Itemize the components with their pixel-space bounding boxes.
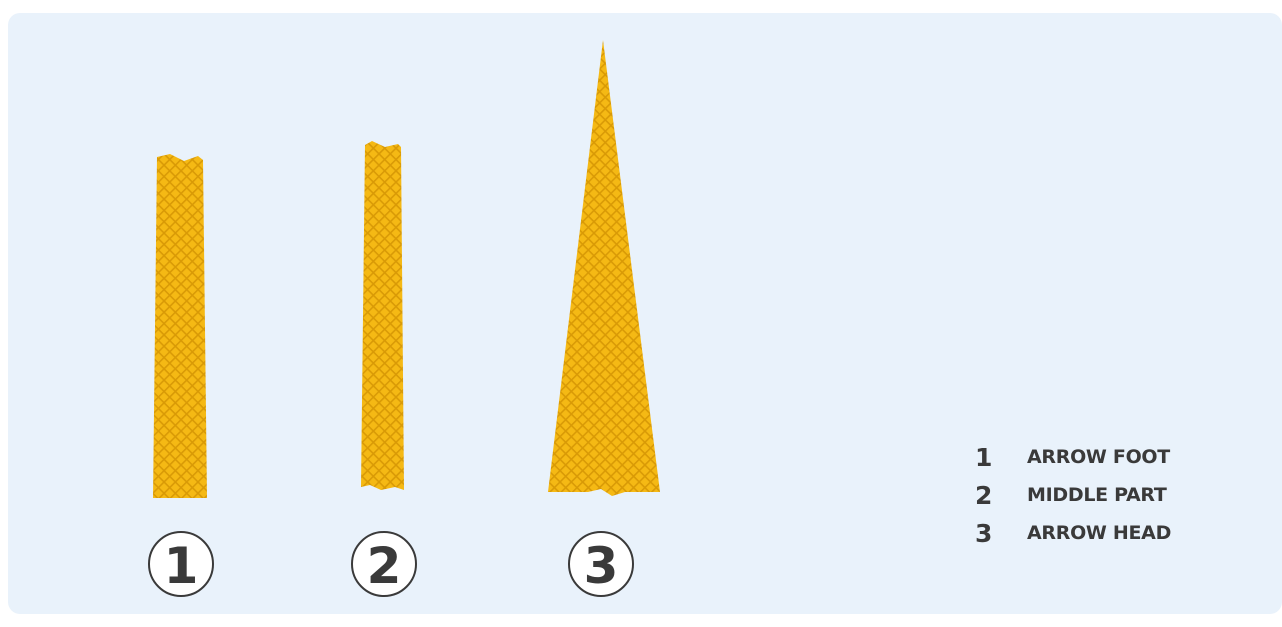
legend-item-arrow-foot: 1 ARROW FOOT [975,438,1171,476]
legend-number: 3 [975,519,1027,548]
parts-legend: 1 ARROW FOOT 2 MIDDLE PART 3 ARROW HEAD [975,438,1171,552]
arrow-foot-piece [153,154,207,498]
middle-part-piece [361,141,404,490]
legend-number: 2 [975,481,1027,510]
number-badge-3-label: 3 [584,537,619,595]
number-badge-2-label: 2 [367,537,402,595]
legend-item-arrow-head: 3 ARROW HEAD [975,514,1171,552]
number-badge-1: 1 [149,532,213,596]
arrow-head-piece [548,40,660,496]
legend-label: MIDDLE PART [1027,484,1167,506]
legend-number: 1 [975,443,1027,472]
legend-item-middle-part: 2 MIDDLE PART [975,476,1171,514]
legend-label: ARROW FOOT [1027,446,1170,468]
number-badge-1-label: 1 [164,537,199,595]
number-badge-2: 2 [352,532,416,596]
number-badge-3: 3 [569,532,633,596]
legend-label: ARROW HEAD [1027,522,1171,544]
